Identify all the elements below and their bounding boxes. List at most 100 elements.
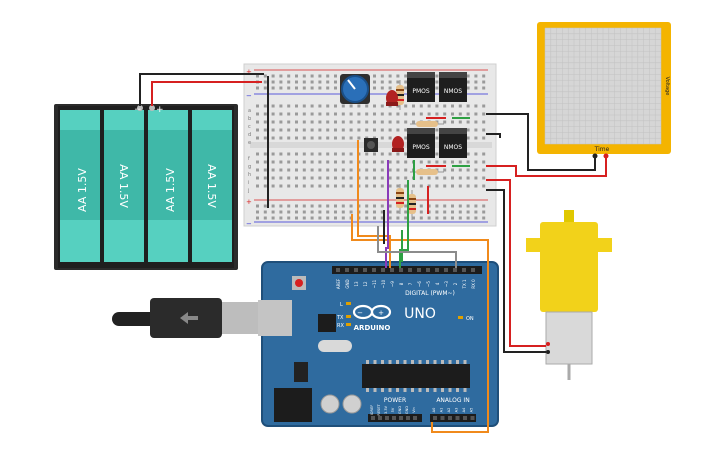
breadboard-hole[interactable] xyxy=(334,104,337,108)
breadboard-hole[interactable] xyxy=(287,204,291,208)
resistor[interactable] xyxy=(408,190,416,220)
breadboard-hole[interactable] xyxy=(404,160,408,164)
breadboard-hole[interactable] xyxy=(256,210,259,214)
breadboard-hole[interactable] xyxy=(482,120,486,124)
breadboard-hole[interactable] xyxy=(466,104,470,108)
breadboard-hole[interactable] xyxy=(357,104,361,108)
breadboard-hole[interactable] xyxy=(318,176,322,180)
breadboard-hole[interactable] xyxy=(310,120,314,124)
oscilloscope-terminal-negative[interactable] xyxy=(592,153,598,159)
breadboard-hole[interactable] xyxy=(279,128,283,132)
breadboard-hole[interactable] xyxy=(310,104,314,108)
breadboard-hole[interactable] xyxy=(341,136,345,140)
breadboard-hole[interactable] xyxy=(404,86,408,90)
breadboard-hole[interactable] xyxy=(263,112,267,116)
breadboard-hole[interactable] xyxy=(256,86,259,90)
breadboard-hole[interactable] xyxy=(396,80,400,84)
breadboard-hole[interactable] xyxy=(443,210,447,214)
breadboard-hole[interactable] xyxy=(310,184,314,188)
header-pin[interactable] xyxy=(462,268,466,272)
pmos-chip-top[interactable]: PMOS xyxy=(407,72,435,102)
wire-scope-negative[interactable] xyxy=(486,113,596,171)
breadboard-hole[interactable] xyxy=(271,112,275,116)
breadboard-hole[interactable] xyxy=(388,86,392,90)
breadboard-hole[interactable] xyxy=(302,112,306,116)
breadboard-hole[interactable] xyxy=(380,184,384,188)
breadboard-hole[interactable] xyxy=(474,184,478,188)
breadboard-hole[interactable] xyxy=(310,160,314,164)
breadboard-hole[interactable] xyxy=(388,216,392,220)
breadboard-hole[interactable] xyxy=(318,120,322,124)
breadboard-hole[interactable] xyxy=(458,104,462,108)
breadboard-hole[interactable] xyxy=(404,152,408,156)
breadboard-hole[interactable] xyxy=(302,160,306,164)
breadboard-hole[interactable] xyxy=(279,160,283,164)
wire-grey[interactable] xyxy=(377,226,457,268)
breadboard-hole[interactable] xyxy=(256,204,259,208)
breadboard-hole[interactable] xyxy=(373,120,376,124)
breadboard-hole[interactable] xyxy=(256,184,259,188)
breadboard-hole[interactable] xyxy=(279,80,283,84)
breadboard-hole[interactable] xyxy=(419,176,423,180)
breadboard-hole[interactable] xyxy=(295,168,298,172)
breadboard-hole[interactable] xyxy=(263,168,267,172)
breadboard-hole[interactable] xyxy=(256,216,259,220)
breadboard-hole[interactable] xyxy=(427,176,431,180)
breadboard-hole[interactable] xyxy=(295,120,298,124)
breadboard-hole[interactable] xyxy=(349,176,353,180)
breadboard-hole[interactable] xyxy=(341,168,345,172)
breadboard-hole[interactable] xyxy=(279,168,283,172)
breadboard-hole[interactable] xyxy=(263,128,267,132)
breadboard-hole[interactable] xyxy=(482,80,486,84)
breadboard-hole[interactable] xyxy=(427,210,431,214)
breadboard-hole[interactable] xyxy=(310,128,314,132)
oscilloscope[interactable]: Time Voltage xyxy=(537,22,671,159)
breadboard-hole[interactable] xyxy=(404,204,408,208)
reset-button-cap[interactable] xyxy=(295,279,303,287)
breadboard-hole[interactable] xyxy=(466,136,470,140)
breadboard-hole[interactable] xyxy=(263,204,267,208)
breadboard-hole[interactable] xyxy=(373,204,376,208)
breadboard-hole[interactable] xyxy=(310,204,314,208)
breadboard-hole[interactable] xyxy=(271,86,275,90)
breadboard-hole[interactable] xyxy=(419,204,423,208)
breadboard-hole[interactable] xyxy=(271,160,275,164)
breadboard-hole[interactable] xyxy=(451,104,454,108)
breadboard-hole[interactable] xyxy=(404,128,408,132)
breadboard-hole[interactable] xyxy=(482,204,486,208)
breadboard-hole[interactable] xyxy=(443,176,447,180)
breadboard-hole[interactable] xyxy=(310,216,314,220)
breadboard-hole[interactable] xyxy=(310,74,314,78)
breadboard-hole[interactable] xyxy=(287,168,291,172)
breadboard-hole[interactable] xyxy=(435,216,439,220)
breadboard-hole[interactable] xyxy=(334,120,337,124)
breadboard-hole[interactable] xyxy=(295,160,298,164)
breadboard-hole[interactable] xyxy=(302,86,306,90)
breadboard-hole[interactable] xyxy=(474,176,478,180)
breadboard-hole[interactable] xyxy=(451,210,454,214)
breadboard-hole[interactable] xyxy=(271,120,275,124)
breadboard-hole[interactable] xyxy=(427,160,431,164)
breadboard-hole[interactable] xyxy=(474,168,478,172)
breadboard-hole[interactable] xyxy=(404,210,408,214)
resistor[interactable] xyxy=(396,184,404,214)
breadboard-hole[interactable] xyxy=(287,128,291,132)
breadboard-hole[interactable] xyxy=(482,128,486,132)
breadboard-hole[interactable] xyxy=(334,160,337,164)
breadboard-hole[interactable] xyxy=(482,74,486,78)
breadboard-hole[interactable] xyxy=(271,168,275,172)
breadboard-hole[interactable] xyxy=(271,204,275,208)
breadboard-hole[interactable] xyxy=(310,210,314,214)
breadboard-hole[interactable] xyxy=(349,152,353,156)
breadboard-hole[interactable] xyxy=(302,204,306,208)
breadboard-hole[interactable] xyxy=(334,136,337,140)
header-pin[interactable] xyxy=(417,268,421,272)
breadboard-hole[interactable] xyxy=(458,160,462,164)
breadboard-hole[interactable] xyxy=(302,210,306,214)
breadboard-hole[interactable] xyxy=(295,104,298,108)
breadboard-hole[interactable] xyxy=(474,128,478,132)
breadboard-hole[interactable] xyxy=(256,128,259,132)
breadboard-hole[interactable] xyxy=(256,112,259,116)
led-red[interactable] xyxy=(392,136,404,152)
breadboard-hole[interactable] xyxy=(451,184,454,188)
